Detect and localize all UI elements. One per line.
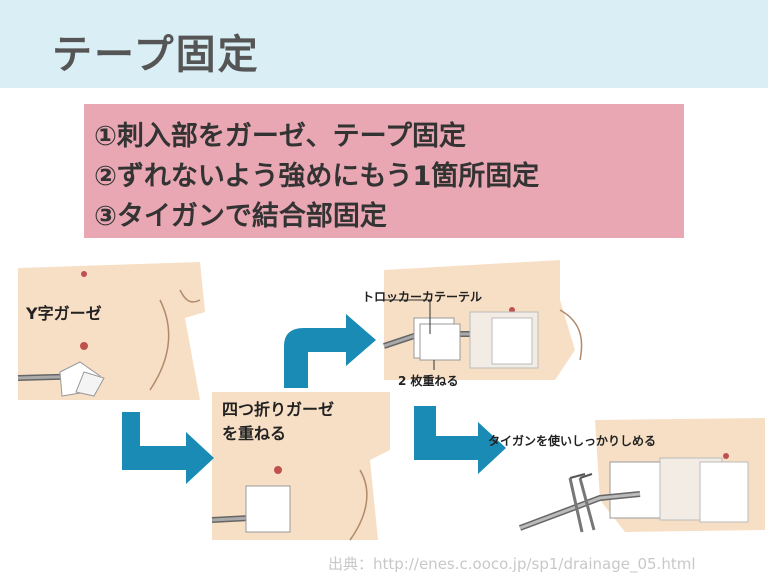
panel2-label-line1: 四つ折りガーゼ	[222, 400, 335, 419]
steps-box: ①刺入部をガーゼ、テープ固定 ②ずれないよう強めにもう1箇所固定 ③タイガンで結…	[84, 104, 684, 238]
arrow-panel1-to-panel2	[122, 412, 214, 484]
header-bar	[0, 0, 768, 88]
source-citation: 出典：http://enes.c.ooco.jp/sp1/drainage_05…	[328, 555, 696, 573]
flow-arrows	[122, 314, 506, 484]
panel3-label-top: トロッカーカテーテル	[362, 290, 483, 304]
arrow-panel3-to-panel4	[414, 406, 506, 474]
panel-1-illustration	[17, 262, 205, 400]
panel3-label-bottom: 2 枚重ねる	[398, 374, 459, 388]
panel4-label: タイガンを使いしっかりしめる	[488, 434, 657, 448]
panel-2-illustration	[211, 392, 390, 541]
panel-4-illustration	[518, 418, 765, 533]
step-3: ③タイガンで結合部固定	[94, 201, 387, 232]
arrow-panel2-to-panel3	[284, 314, 376, 388]
page-title: テープ固定	[52, 32, 260, 78]
panel-3-illustration	[376, 260, 583, 380]
panel2-label-line2: を重ねる	[222, 424, 287, 443]
step-1: ①刺入部をガーゼ、テープ固定	[94, 121, 466, 152]
step-2: ②ずれないよう強めにもう1箇所固定	[94, 161, 540, 192]
panel1-label: Y字ガーゼ	[26, 304, 102, 323]
